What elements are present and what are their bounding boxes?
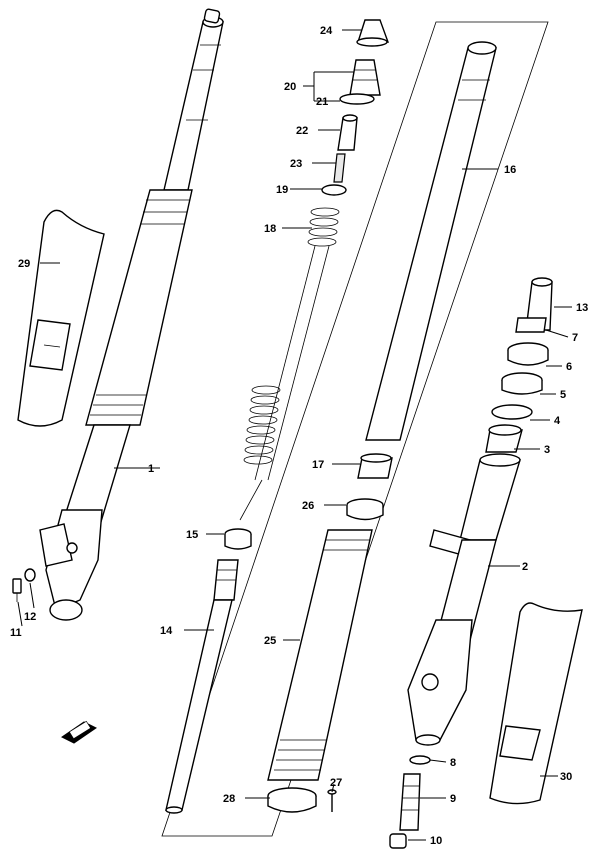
part-11-bolt (12, 578, 22, 602)
part-15-ring (224, 528, 252, 550)
label-12: 12 (24, 611, 36, 623)
part-4-ring (491, 404, 533, 420)
part-19-seat (321, 184, 347, 196)
leader-lines (17, 29, 572, 841)
label-26: 26 (302, 500, 314, 512)
part-25-boot (267, 529, 373, 781)
label-7: 7 (572, 332, 578, 344)
part-12-washer (24, 568, 36, 582)
part-9-valve (399, 773, 421, 831)
assembly-frame (161, 21, 549, 837)
label-28: 28 (223, 793, 235, 805)
label-29: 29 (18, 258, 30, 270)
part-5-washer (501, 372, 543, 395)
part-labels: 1 2 3 4 5 6 7 8 9 10 11 12 13 14 15 16 1… (10, 25, 588, 847)
label-18: 18 (264, 223, 276, 235)
part-29-fork-guard (17, 209, 105, 427)
label-13: 13 (576, 302, 588, 314)
label-23: 23 (290, 158, 302, 170)
part-27-screw (327, 789, 337, 812)
label-5: 5 (560, 389, 566, 401)
label-16: 16 (504, 164, 516, 176)
label-1: 1 (148, 463, 154, 475)
label-30: 30 (560, 771, 572, 783)
label-2: 2 (522, 561, 528, 573)
part-10-nut (389, 833, 407, 849)
part-6-seal (507, 342, 549, 366)
label-15: 15 (186, 529, 198, 541)
label-19: 19 (276, 184, 288, 196)
part-30-fork-guard (489, 602, 583, 805)
part-1-fork-assembly (39, 8, 224, 621)
label-25: 25 (264, 635, 276, 647)
label-3: 3 (544, 444, 550, 456)
label-20: 20 (284, 81, 296, 93)
label-9: 9 (450, 793, 456, 805)
label-27: 27 (330, 777, 342, 789)
part-17-bushing (357, 453, 393, 479)
label-10: 10 (430, 835, 442, 847)
label-6: 6 (566, 361, 572, 373)
forward-arrow-icon (61, 720, 97, 744)
label-8: 8 (450, 757, 456, 769)
label-4: 4 (554, 415, 561, 427)
part-8-washer (409, 755, 431, 765)
label-21: 21 (316, 96, 328, 108)
part-20-cap-bolt (349, 59, 381, 96)
part-14-damper-rod (165, 559, 239, 814)
part-26-clamp (346, 498, 384, 521)
label-24: 24 (320, 25, 333, 37)
part-2-outer-tube (407, 453, 521, 746)
part-16-inner-tube (365, 41, 497, 441)
label-17: 17 (312, 459, 324, 471)
part-3-bushing (485, 424, 523, 453)
part-7-clip (515, 317, 547, 333)
label-11: 11 (10, 627, 22, 639)
part-22-spacer (337, 114, 358, 151)
part-18-spring (239, 207, 340, 521)
label-14: 14 (160, 625, 173, 637)
part-21-o-ring (339, 93, 375, 105)
part-28-clamp (267, 787, 317, 813)
part-24-cap (356, 19, 389, 47)
label-22: 22 (296, 125, 308, 137)
part-23-rod (333, 153, 346, 183)
